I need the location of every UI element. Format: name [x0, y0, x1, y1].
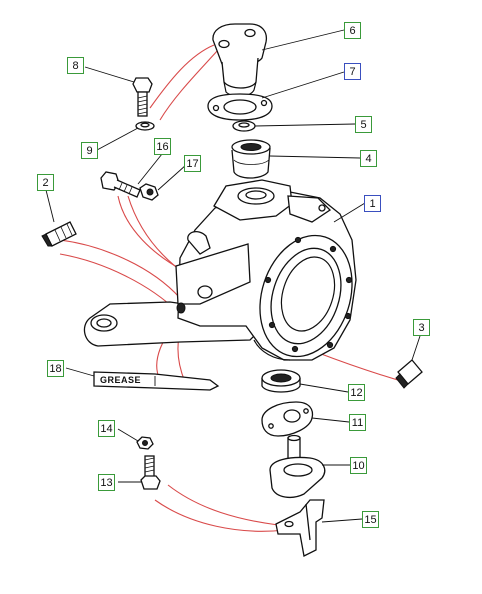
callout-13: 13 [98, 474, 115, 491]
callout-12: 12 [348, 384, 365, 401]
callout-16: 16 [154, 138, 171, 155]
callout-8: 8 [67, 57, 84, 74]
callout-5: 5 [355, 116, 372, 133]
part-2-plug [41, 221, 77, 247]
part-17-nut [139, 183, 159, 201]
callout-1: 1 [364, 195, 381, 212]
callout-17: 17 [184, 155, 201, 172]
part-10-swivel-pin [269, 434, 326, 499]
leader-lines [45, 29, 421, 523]
part-1-swivel-hub [83, 179, 357, 361]
part-14-nut [136, 436, 154, 450]
callout-9: 9 [81, 142, 98, 159]
part-6-swivel-pin-housing [212, 23, 268, 97]
callout-3: 3 [413, 319, 430, 336]
callout-7: 7 [344, 63, 361, 80]
callout-6: 6 [344, 22, 361, 39]
part-12-bearing [261, 369, 301, 393]
part-9-spring-washer [135, 121, 155, 131]
guide-lines [59, 44, 409, 532]
part-11-gasket [261, 401, 314, 437]
callout-11: 11 [349, 414, 366, 431]
callout-2: 2 [37, 174, 54, 191]
part-3-plug [395, 359, 423, 389]
callout-14: 14 [98, 420, 115, 437]
callout-10: 10 [350, 457, 367, 474]
grease-label: GREASE [100, 375, 142, 385]
part-4-bearing-bush [231, 139, 271, 179]
part-8-bolt [132, 77, 153, 117]
part-18-grease-tube [93, 371, 220, 391]
part-7-gasket [207, 93, 273, 121]
callout-4: 4 [360, 150, 377, 167]
part-13-bolt [140, 455, 161, 490]
part-15-bracket [275, 499, 325, 557]
callout-15: 15 [362, 511, 379, 528]
part-16-bolt [100, 171, 141, 198]
part-5-washer [232, 120, 256, 132]
callout-18: 18 [47, 360, 64, 377]
